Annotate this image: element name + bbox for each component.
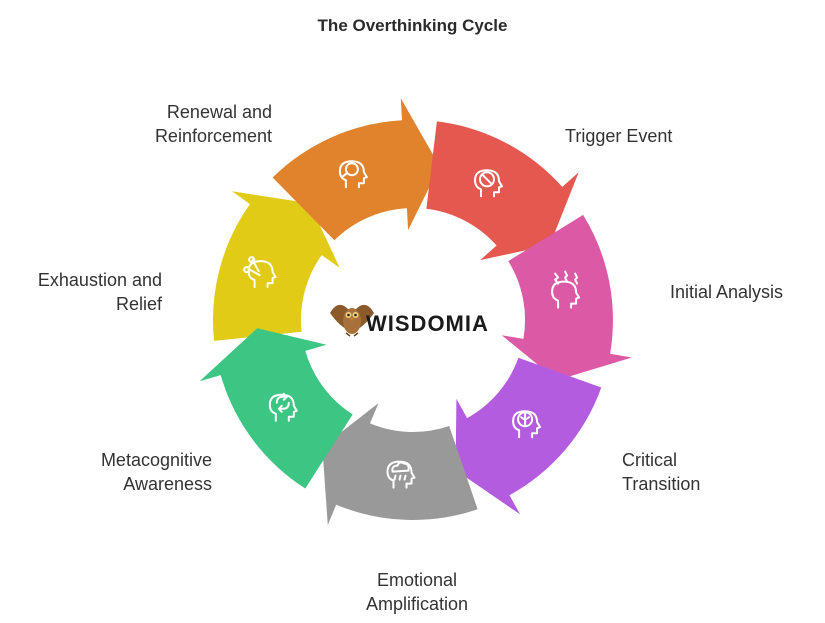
- cycle-arrow-amplification: [501, 214, 632, 381]
- stage-label-line: Emotional: [377, 570, 457, 590]
- stage-label-trigger: Trigger Event: [565, 126, 672, 146]
- logo-text: WISDOMIA: [366, 311, 489, 336]
- cycle-arrow-transition: [426, 121, 579, 261]
- wisdomia-logo: WISDOMIA: [330, 304, 489, 337]
- cycle-arrow-exhaustion: [322, 403, 478, 525]
- head-magnifier-icon: [338, 160, 368, 189]
- owl-icon: [330, 304, 374, 337]
- stage-label-line: Trigger Event: [565, 126, 672, 146]
- head-blocked-brain-icon: [474, 169, 503, 198]
- head-stress-icon: [551, 270, 581, 309]
- cycle-arrow-analysis: [272, 98, 440, 241]
- stage-label-line: Transition: [622, 474, 700, 494]
- cycle-arrow-metacognition: [455, 357, 602, 515]
- stage-label-line: Renewal and: [167, 102, 272, 122]
- stage-label-line: Exhaustion and: [38, 270, 162, 290]
- stage-label-line: Relief: [116, 294, 163, 314]
- cycle-arrow-renewal: [199, 328, 353, 489]
- head-rain-cloud-icon: [386, 460, 416, 489]
- stage-label-line: Metacognitive: [101, 450, 212, 470]
- stage-label-analysis: Initial Analysis: [670, 282, 783, 302]
- cycle-segments: [199, 98, 632, 525]
- head-brain-icon: [512, 410, 542, 439]
- stage-icons: [243, 160, 581, 489]
- stage-label-line: Awareness: [123, 474, 212, 494]
- cycle-arrow-trigger: [213, 191, 340, 341]
- stage-label-line: Critical: [622, 450, 677, 470]
- diagram-title: The Overthinking Cycle: [317, 16, 508, 35]
- stage-label-line: Amplification: [366, 594, 468, 614]
- head-cycle-arrows-icon: [268, 392, 298, 422]
- head-network-icon: [243, 256, 277, 289]
- stage-label-line: Reinforcement: [155, 126, 272, 146]
- stage-label-line: Initial Analysis: [670, 282, 783, 302]
